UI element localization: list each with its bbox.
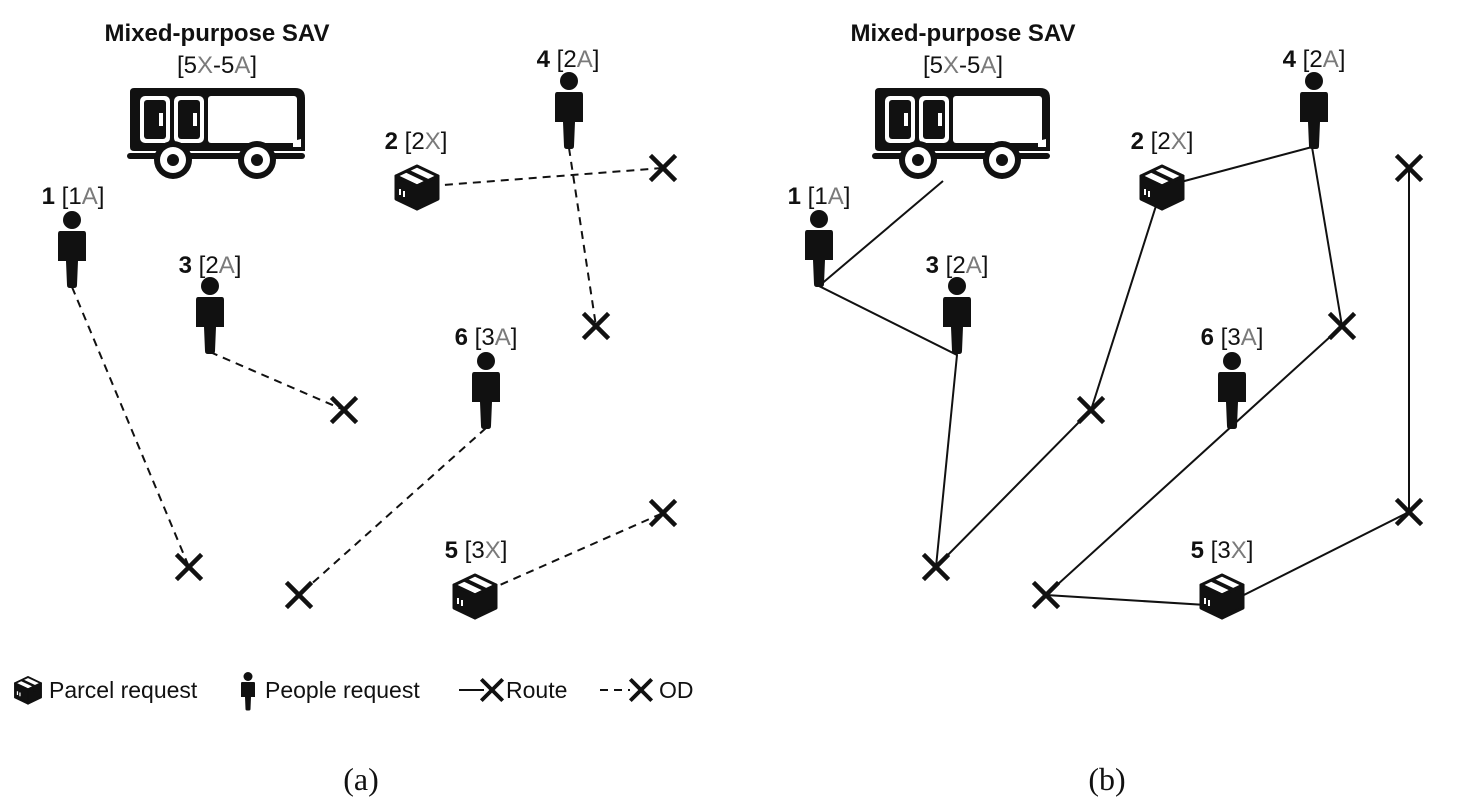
person-icon bbox=[58, 211, 86, 288]
request-label-3: 3 [2A] bbox=[179, 252, 242, 279]
od-line-1 bbox=[71, 286, 190, 568]
legend: Parcel request People request Route OD bbox=[13, 672, 694, 711]
x-mark-icon bbox=[1080, 399, 1102, 421]
request-label-5: 5 [3X] bbox=[1191, 537, 1254, 564]
od-line-2 bbox=[416, 167, 664, 188]
caption-a: (a) bbox=[343, 761, 379, 797]
x-mark-icon bbox=[480, 678, 504, 702]
request-label-4: 4 [2A] bbox=[1283, 46, 1346, 73]
request-label-6: 6 [3A] bbox=[455, 324, 518, 351]
person-icon bbox=[805, 210, 833, 287]
request-label-6: 6 [3A] bbox=[1201, 324, 1264, 351]
person-icon bbox=[555, 72, 583, 149]
person-icon bbox=[241, 672, 255, 711]
legend-parcel-label: Parcel request bbox=[49, 677, 198, 703]
parcel-icon bbox=[452, 573, 498, 620]
person-icon bbox=[943, 277, 971, 354]
bus-icon bbox=[127, 88, 305, 179]
vehicle-title: Mixed-purpose SAV bbox=[851, 20, 1076, 47]
panel-a: Mixed-purpose SAV [5X-5A] 1 [1A] 2 [2X] … bbox=[42, 20, 674, 620]
parcel-icon bbox=[1199, 573, 1245, 620]
x-mark-icon bbox=[288, 584, 310, 606]
legend-people-label: People request bbox=[265, 677, 420, 703]
request-label-2: 2 [2X] bbox=[385, 128, 448, 155]
request-label-4: 4 [2A] bbox=[537, 46, 600, 73]
od-line-6 bbox=[298, 427, 487, 596]
caption-b: (b) bbox=[1088, 761, 1125, 797]
person-icon bbox=[196, 277, 224, 354]
x-mark-icon bbox=[652, 502, 674, 524]
x-mark-icon bbox=[585, 315, 607, 337]
od-line-4 bbox=[568, 147, 597, 327]
legend-od-label: OD bbox=[659, 677, 694, 703]
request-label-3: 3 [2A] bbox=[926, 252, 989, 279]
bus-icon bbox=[872, 88, 1050, 179]
vehicle-title: Mixed-purpose SAV bbox=[105, 20, 330, 47]
od-line-5 bbox=[474, 512, 664, 597]
x-mark-icon bbox=[333, 399, 355, 421]
request-label-1: 1 [1A] bbox=[42, 183, 105, 210]
parcel-icon bbox=[13, 675, 43, 705]
parcel-icon bbox=[394, 164, 440, 211]
request-label-5: 5 [3X] bbox=[445, 537, 508, 564]
vehicle-capacity: [5X-5A] bbox=[923, 52, 1003, 79]
panel-b: Mixed-purpose SAV [5X-5A] 1 [1A] 2 [2X] … bbox=[788, 20, 1420, 620]
request-label-2: 2 [2X] bbox=[1131, 128, 1194, 155]
x-mark-icon bbox=[629, 678, 653, 702]
person-icon bbox=[1300, 72, 1328, 149]
x-mark-icon bbox=[178, 556, 200, 578]
x-mark-icon bbox=[1331, 315, 1353, 337]
route-line bbox=[817, 145, 1410, 608]
parcel-icon bbox=[1139, 164, 1185, 211]
legend-route-label: Route bbox=[506, 677, 567, 703]
od-line-3 bbox=[209, 351, 345, 411]
request-label-1: 1 [1A] bbox=[788, 183, 851, 210]
person-icon bbox=[472, 352, 500, 429]
vehicle-capacity: [5X-5A] bbox=[177, 52, 257, 79]
